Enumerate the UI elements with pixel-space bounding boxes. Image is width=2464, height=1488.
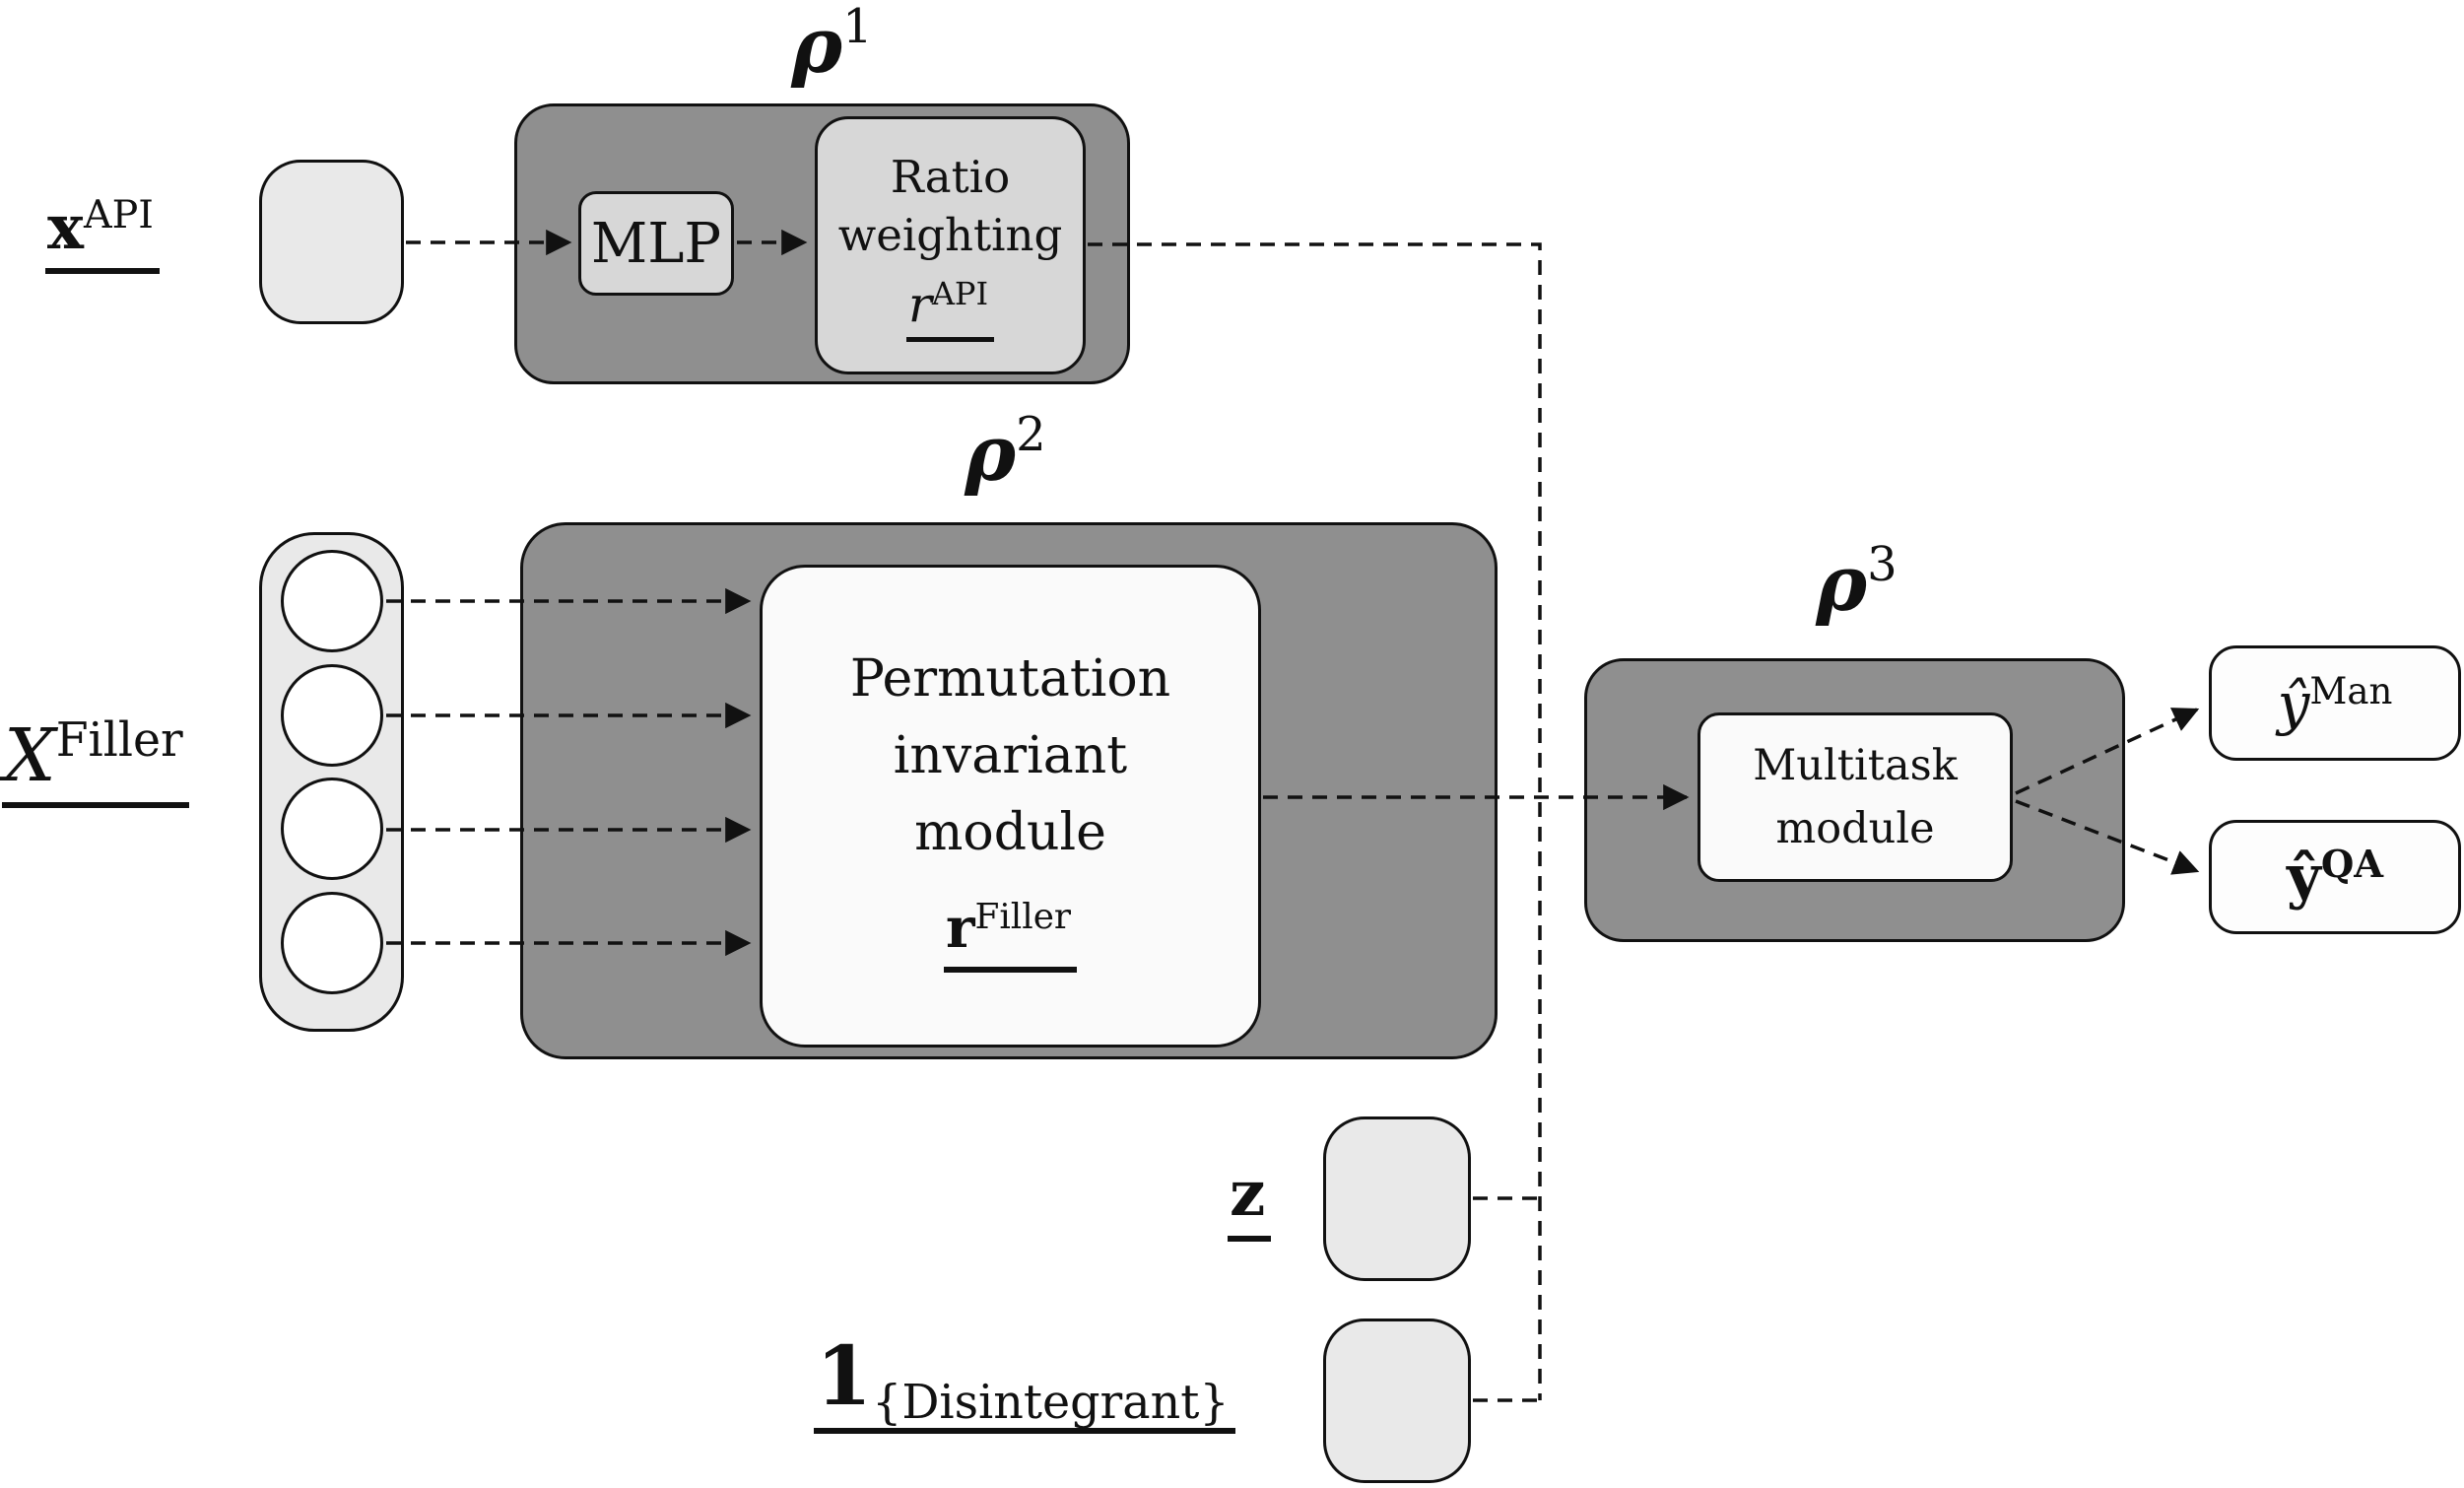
multitask-block: Multitask module [1698,712,2013,882]
ratio-weighting-block: Ratio weighting rAPI [815,116,1086,374]
mlp-label: MLP [590,211,722,276]
ratio-weighting-line1: Ratio [890,151,1011,203]
z-input-pill [1323,1116,1471,1281]
r-api-var: rAPI [905,278,995,342]
filler-item-circle [281,550,383,652]
filler-item-circle [281,664,383,767]
y-qa-output-box: ŷQA [2209,820,2461,934]
y-man-output-box: ŷMan [2209,645,2461,761]
indicator-input-pill [1323,1319,1471,1483]
permutation-line1: Permutation [849,648,1171,709]
rho3-label: ρ3 [1816,537,1898,629]
indicator-label: 1{Disintegrant} [814,1336,1235,1434]
rho2-label: ρ2 [965,407,1046,499]
rho1-label: ρ1 [791,0,873,91]
filler-item-circle [281,778,383,880]
z-label: z [1228,1163,1272,1242]
multitask-line2: module [1775,804,1935,853]
filler-item-circle [281,892,383,994]
y-man-label: ŷMan [2277,669,2393,737]
x-api-input-pill [259,160,404,324]
ratio-weighting-line2: weighting [837,208,1063,261]
r-filler-var: rFiller [943,899,1078,973]
permutation-line3: module [914,802,1106,862]
x-filler-label: XFiller [2,717,189,808]
permutation-invariant-block: Permutation invariant module rFiller [760,565,1261,1048]
x-api-label: xAPI [45,196,160,274]
mlp-block: MLP [578,191,734,296]
permutation-line2: invariant [893,725,1128,785]
y-qa-label: ŷQA [2286,843,2384,912]
multitask-line1: Multitask [1753,740,1958,790]
